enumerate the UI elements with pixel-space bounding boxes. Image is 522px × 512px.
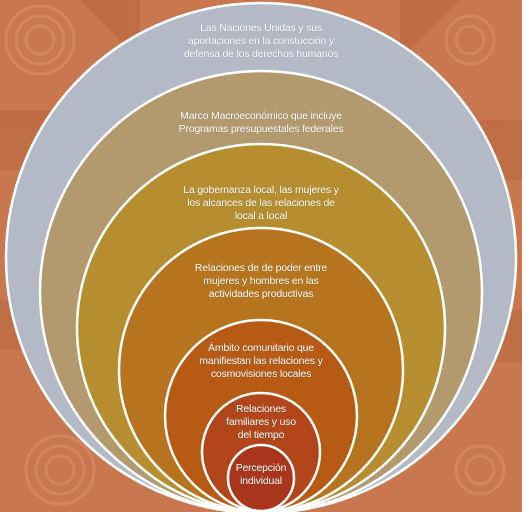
- level-7-label: Percepción individual: [235, 462, 287, 487]
- level-3-label: La gobernanza local, las mujeres y los a…: [183, 184, 339, 222]
- level-6-label: Relaciones familiares y uso del tiempo: [226, 403, 296, 441]
- level-7-circle: [226, 443, 296, 512]
- level-5-label: Ámbito comunitario que manifiestan las r…: [199, 342, 323, 380]
- level-1-label: Las Naciones Unidas y sus aportaciones e…: [183, 22, 339, 60]
- level-2-label: Marco Macroeconómico que incluye Program…: [178, 110, 344, 135]
- level-4-label: Relaciones de de poder entre mujeres y h…: [194, 262, 328, 300]
